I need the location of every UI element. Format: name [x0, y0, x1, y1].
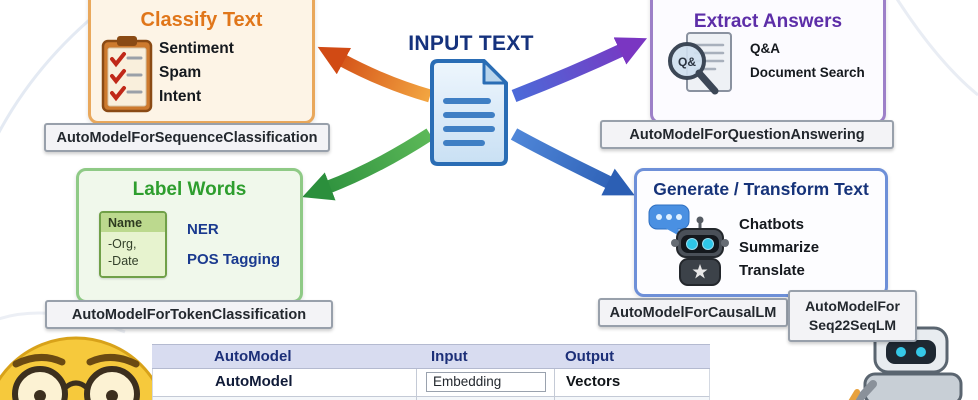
classify-item-sentiment: Sentiment: [159, 40, 234, 57]
table-cell-automodel: AutoModel: [215, 373, 293, 390]
classify-item-spam: Spam: [159, 64, 202, 81]
generate-transform-box: Generate / Transform Text Chatbots Summa…: [634, 168, 888, 297]
extract-answers-box: Extract Answers Q& Q&A Document Search: [650, 0, 886, 124]
table-cell-output: Vectors: [566, 373, 621, 390]
table-row-partial: [152, 397, 710, 400]
extract-item-qa: Q&A: [750, 41, 780, 56]
automodel-table: AutoModel Input Output AutoModel Embeddi…: [152, 344, 710, 400]
classify-title: Classify Text: [140, 9, 263, 31]
chatbot-robot-icon: [648, 204, 729, 286]
lens-text: Q&: [678, 55, 696, 69]
generate-title: Generate / Transform Text: [653, 179, 869, 199]
arrow-to-extract: [511, 37, 648, 103]
generate-item-translate: Translate: [739, 262, 805, 279]
arrow-to-label-words: [302, 128, 434, 201]
extract-item-doc-search: Document Search: [750, 65, 865, 80]
checklist-clipboard-icon: [101, 36, 153, 113]
model-label-question-answering: AutoModelForQuestionAnswering: [600, 120, 894, 149]
model-label-seq2seq-lm: AutoModelFor Seq22SeqLM: [788, 290, 917, 342]
label-words-title: Label Words: [132, 179, 247, 200]
model-label-sequence-classification: AutoModelForSequenceClassification: [44, 123, 330, 152]
table-header-output: Output: [565, 348, 615, 365]
generate-item-chatbots: Chatbots: [739, 216, 804, 233]
arrow-to-classify: [317, 46, 432, 103]
table-row: AutoModel Embedding Vectors: [152, 369, 710, 397]
table-cell-input: Embedding: [426, 372, 546, 392]
classify-text-box: Classify Text Sentiment Spam Intent: [88, 0, 315, 124]
model-label-seq2seq-line2: Seq22SeqLM: [808, 317, 897, 333]
label-item-ner: NER: [187, 221, 219, 238]
table-header-input: Input: [431, 348, 468, 365]
entity-card-line-org: -Org,: [108, 237, 137, 251]
label-words-box: Label Words Name -Org, -Date NER POS Tag…: [76, 168, 303, 303]
model-label-causal-lm: AutoModelForCausalLM: [598, 298, 788, 327]
generate-item-summarize: Summarize: [739, 239, 820, 256]
table-header-row: AutoModel Input Output: [152, 344, 710, 369]
entity-card-icon: Name -Org, -Date: [99, 211, 167, 278]
table-header-automodel: AutoModel: [214, 348, 292, 365]
document-icon: [430, 59, 508, 166]
entity-card-header: Name: [101, 213, 165, 232]
document-search-icon: Q&: [668, 32, 732, 95]
arrow-to-generate: [510, 128, 635, 196]
label-item-pos: POS Tagging: [187, 251, 281, 268]
input-text-label: INPUT TEXT: [408, 32, 534, 55]
extract-title: Extract Answers: [693, 11, 843, 32]
star-icon: [692, 264, 708, 279]
model-label-seq2seq-line1: AutoModelFor: [805, 298, 900, 314]
model-label-token-classification: AutoModelForTokenClassification: [45, 300, 333, 329]
entity-card-line-date: -Date: [108, 254, 139, 268]
nerd-face-emoji: [0, 336, 165, 400]
classify-item-intent: Intent: [159, 88, 202, 105]
